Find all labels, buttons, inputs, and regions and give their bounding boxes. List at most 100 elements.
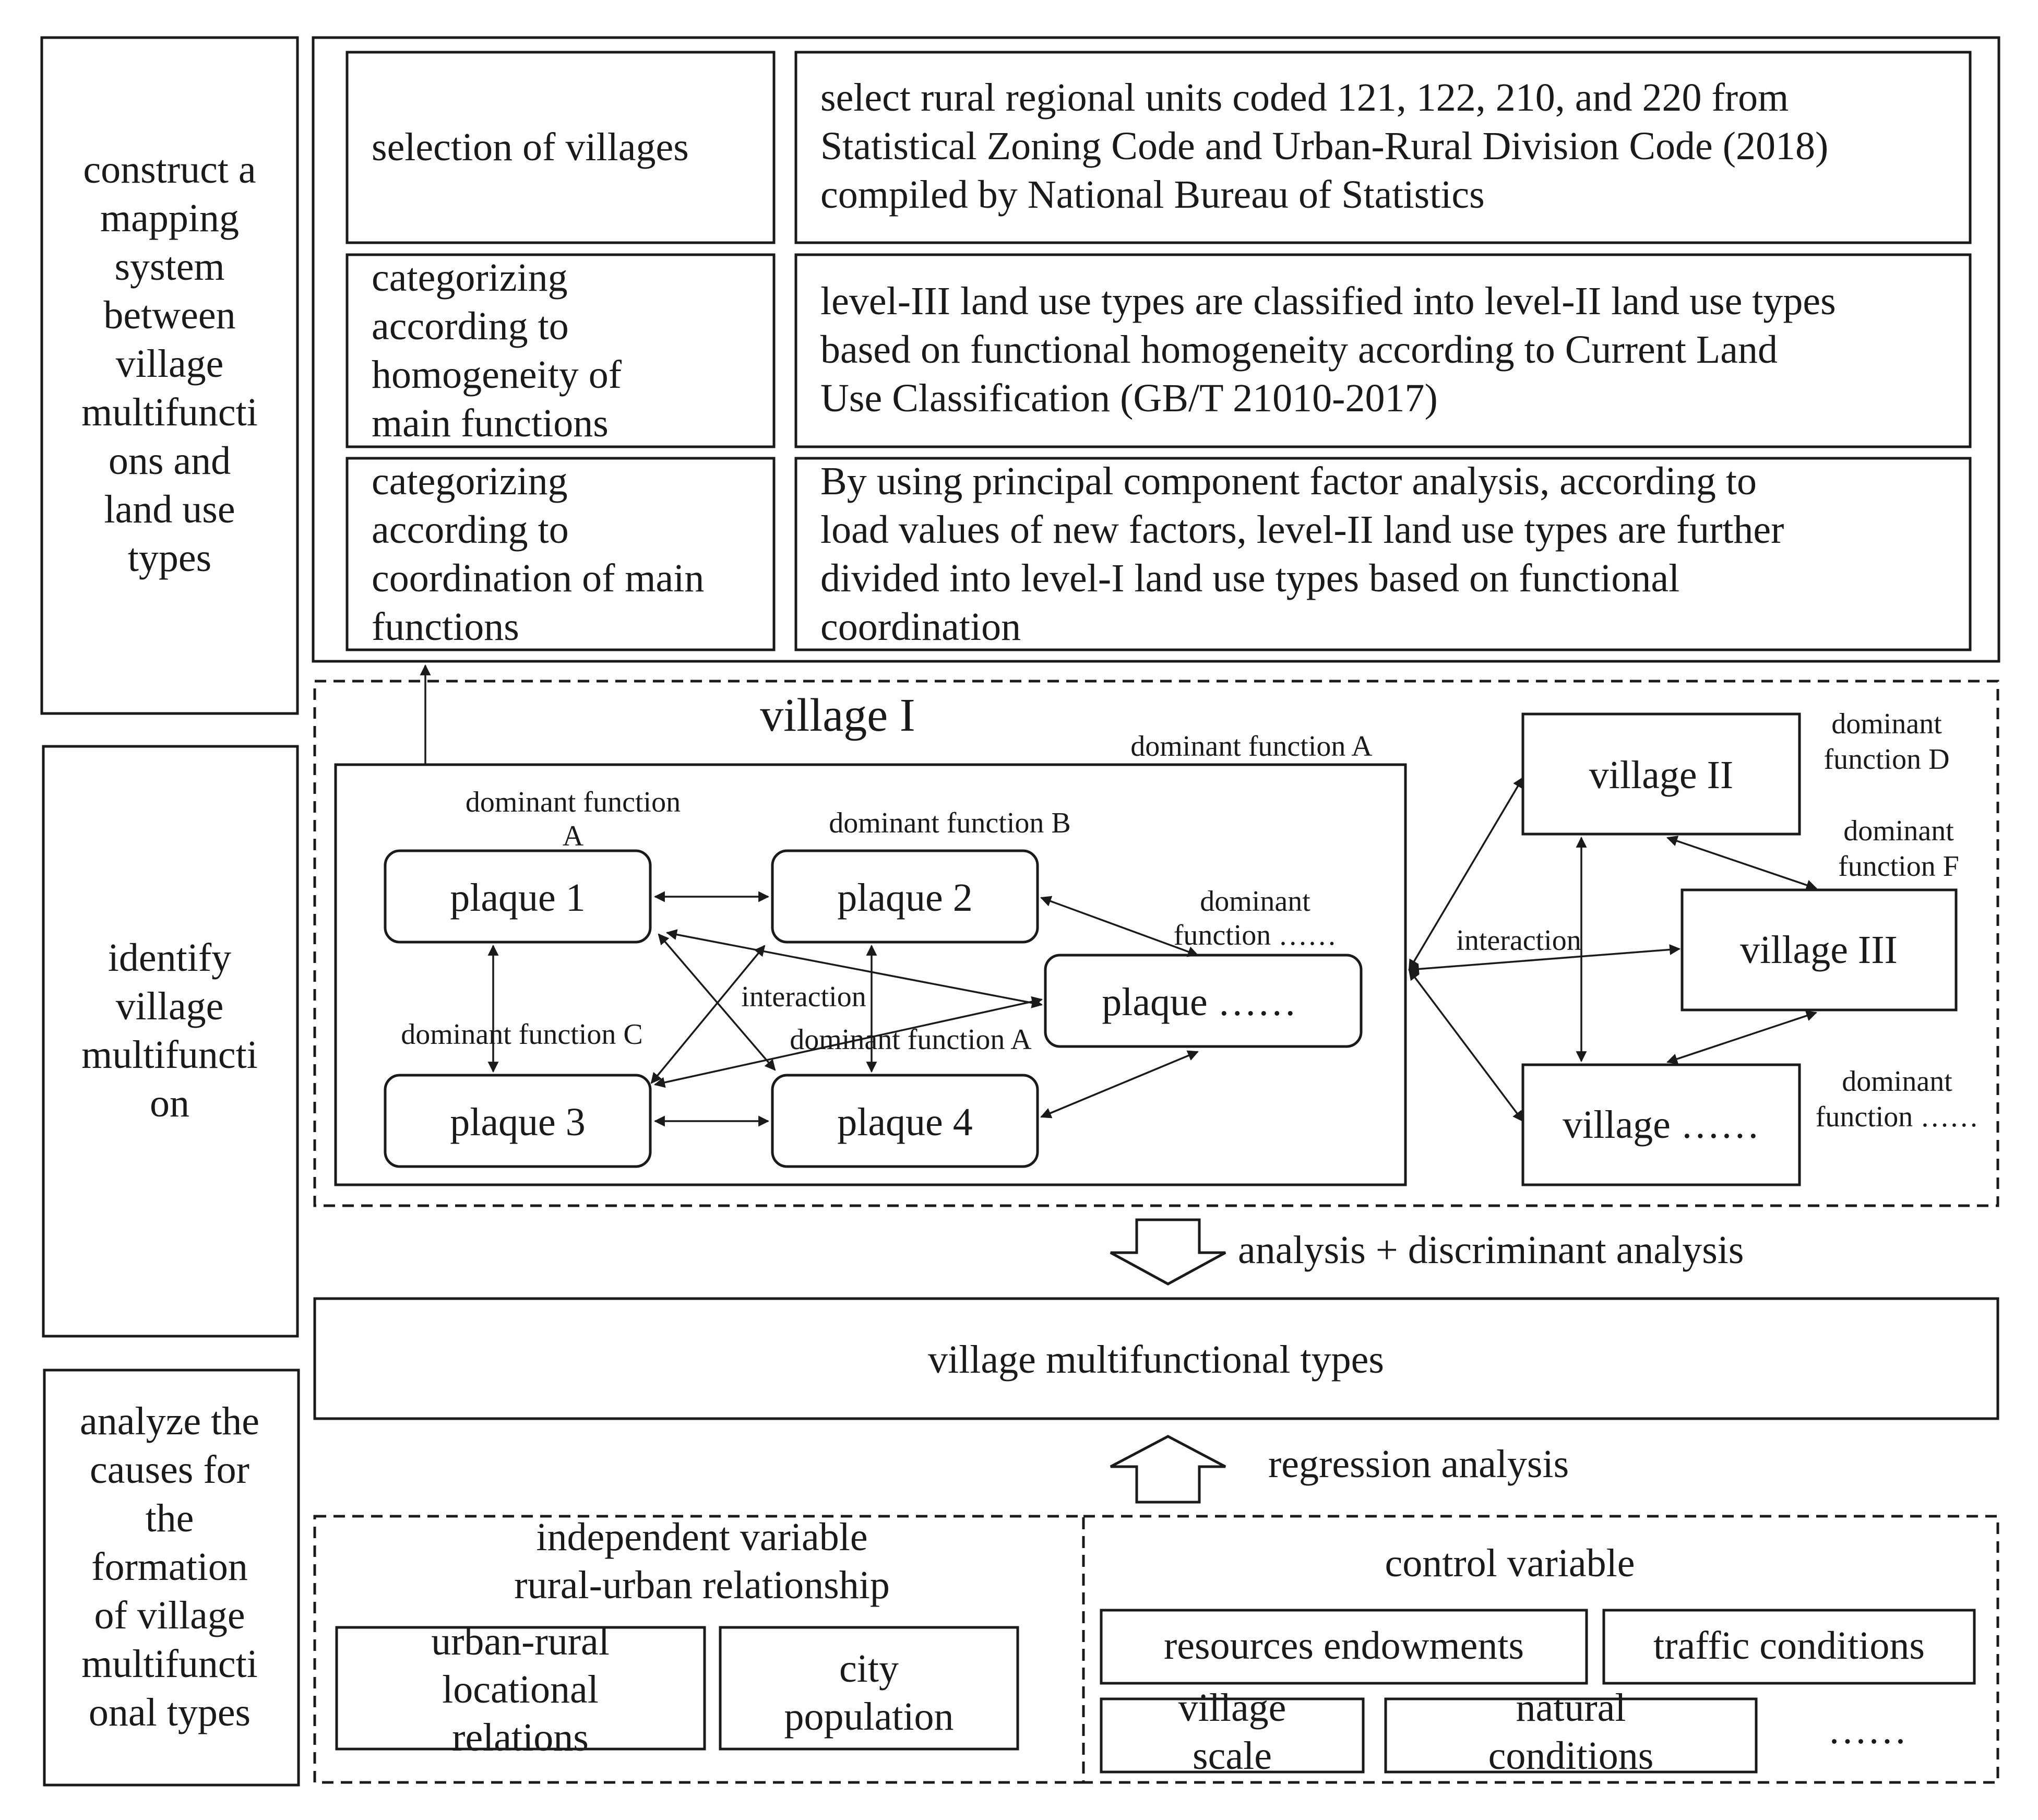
text-line: conditions	[1488, 1734, 1654, 1778]
village-more-box	[1521, 1063, 1801, 1186]
text-line: coordination	[820, 605, 1021, 649]
text-line: natural	[1516, 1686, 1626, 1730]
text-line: locational	[442, 1668, 599, 1711]
text-line: Use Classification (GB/T 21010-2017)	[820, 376, 1438, 420]
plaque-2-function: dominant function B	[829, 807, 1071, 839]
village-section-frame	[313, 680, 1999, 1207]
village-arrows	[1408, 777, 1817, 1122]
traffic-conditions-label: traffic conditions	[1653, 1624, 1925, 1668]
types-label: village multifunctional types	[928, 1338, 1384, 1382]
text-line: mapping	[100, 196, 239, 240]
plaque-interaction-label: interaction	[741, 981, 866, 1013]
text-line: the	[146, 1496, 194, 1540]
text-line: relations	[452, 1716, 589, 1759]
plaque-more-label: plaque ……	[1102, 980, 1297, 1024]
text-line: analyze the	[80, 1399, 259, 1443]
plaque-1	[384, 849, 652, 944]
step-2-description: level-III land use types are classified …	[820, 279, 1836, 420]
text-line: according to	[372, 508, 569, 552]
village-one-title: village I	[760, 689, 915, 741]
text-line: between	[103, 293, 235, 337]
text-line: on	[150, 1081, 189, 1125]
text-line: village	[116, 342, 224, 386]
analysis-down-arrow	[1110, 1218, 1226, 1286]
village-three-label: village III	[1740, 928, 1898, 972]
step-1-label: selection of villages	[372, 125, 689, 169]
resources-endowments-label: resources endowments	[1164, 1624, 1524, 1668]
village-scale-box	[1100, 1697, 1365, 1774]
text-line: dominant function	[466, 786, 681, 818]
step-3-description-box	[794, 457, 1972, 651]
text-line: A	[563, 820, 584, 852]
text-line: system	[114, 245, 224, 289]
text-line: categorizing	[372, 459, 568, 503]
village-three-box	[1681, 888, 1958, 1012]
text-line: land use	[104, 487, 235, 531]
text-line: level-III land use types are classified …	[820, 279, 1836, 323]
text-line: categorizing	[372, 256, 568, 300]
text-line: city	[839, 1647, 899, 1691]
text-line: select rural regional units coded 121, 1…	[820, 76, 1789, 120]
text-line: compiled by National Bureau of Statistic…	[820, 173, 1485, 217]
text-line: multifuncti	[81, 1642, 258, 1686]
text-line: identify	[108, 936, 231, 980]
plaque-3-label: plaque 3	[450, 1100, 586, 1144]
step-3-label-box	[345, 457, 776, 651]
text-line: multifuncti	[81, 390, 258, 434]
plaque-3-function: dominant function C	[401, 1018, 643, 1051]
text-line: multifuncti	[81, 1033, 258, 1077]
step-2-label-box	[345, 253, 776, 448]
step-1-label-box	[345, 51, 776, 244]
text-line: construct a	[83, 148, 256, 192]
regression-label: regression analysis	[1268, 1442, 1569, 1486]
text-line: load values of new factors, level-II lan…	[820, 508, 1784, 552]
text-line: of village	[94, 1593, 245, 1637]
text-line: function D	[1824, 743, 1949, 776]
text-line: functions	[372, 605, 519, 649]
text-line: dominant	[1831, 708, 1942, 740]
types-box	[313, 1297, 1999, 1420]
text-line: according to	[372, 304, 569, 348]
text-line: types	[128, 536, 211, 580]
text-line: scale	[1193, 1734, 1272, 1778]
text-line: function ……	[1816, 1101, 1979, 1133]
regression-up-arrow	[1110, 1435, 1226, 1504]
plaque-4-label: plaque 4	[837, 1100, 973, 1144]
text-line: traffic conditions	[1653, 1624, 1925, 1668]
text-line: dominant	[1842, 1065, 1952, 1098]
city-population-box	[719, 1626, 1019, 1751]
text-line: selection of villages	[372, 125, 689, 169]
text-line: dominant function C	[401, 1018, 643, 1051]
construct-stage-box	[40, 36, 299, 715]
analyze-stage-box	[43, 1369, 300, 1787]
text-line: main functions	[372, 401, 609, 445]
step-3-description: By using principal component factor anal…	[820, 459, 1784, 649]
text-line: function ……	[1174, 919, 1337, 951]
text-line: ons and	[109, 439, 231, 483]
text-line: causes for	[90, 1448, 249, 1492]
resources-endowments-box	[1100, 1609, 1588, 1685]
natural-conditions-box	[1384, 1697, 1758, 1774]
step-1-description-box	[794, 51, 1972, 244]
step-2-description-box	[794, 253, 1972, 448]
control-variable-title: control variable	[1385, 1541, 1635, 1585]
village-two-box	[1521, 712, 1801, 836]
plaque-3	[384, 1074, 652, 1168]
mapping-panel: selection of villages select rural regio…	[312, 36, 2000, 663]
text-line: formation	[91, 1545, 248, 1589]
text-line: dominant	[1843, 815, 1954, 847]
control-variable-ellipsis: ……	[1828, 1708, 1907, 1752]
